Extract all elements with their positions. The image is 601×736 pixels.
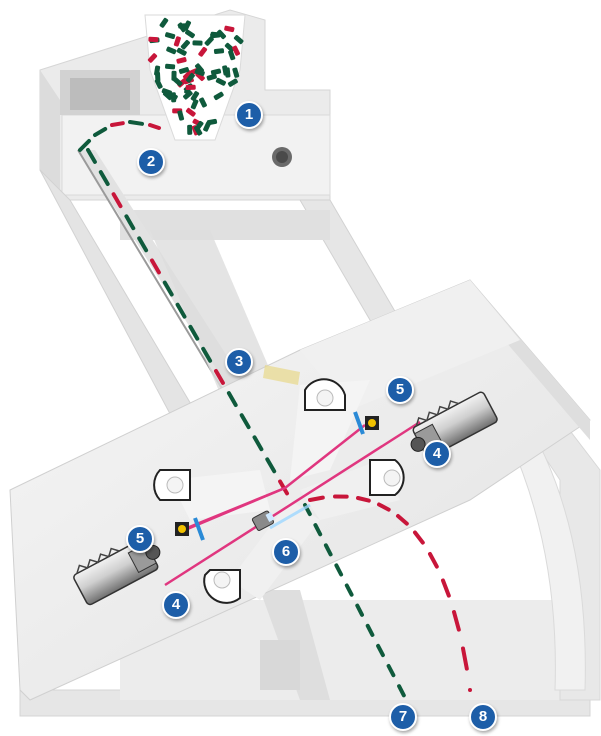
callout-5-right: 5: [386, 376, 414, 404]
stream-kernel: [415, 533, 423, 543]
kernel: [165, 64, 175, 70]
stream-kernel: [150, 125, 159, 128]
kernel: [225, 67, 231, 77]
callout-8: 8: [469, 703, 497, 731]
callout-7: 7: [389, 703, 417, 731]
kernel: [192, 40, 202, 46]
callout-3: 3: [225, 348, 253, 376]
callout-2: 2: [137, 148, 165, 176]
callout-5-left: 5: [126, 525, 154, 553]
stream-kernel: [336, 565, 341, 574]
stream-kernel: [347, 586, 352, 595]
callout-1: 1: [235, 101, 263, 129]
stream-kernel: [130, 122, 142, 124]
stream-kernel: [358, 498, 369, 501]
kernel: [186, 85, 196, 90]
kernel: [214, 48, 224, 54]
stream-kernel: [310, 498, 323, 500]
stream-kernel: [112, 123, 123, 125]
callout-4-right: 4: [423, 440, 451, 468]
stream-kernel: [443, 581, 449, 596]
callout-6: 6: [272, 538, 300, 566]
kernel: [148, 37, 158, 43]
kernel: [187, 125, 192, 135]
stream-kernel: [430, 554, 437, 567]
callout-4-left: 4: [162, 591, 190, 619]
kernel: [178, 23, 188, 28]
